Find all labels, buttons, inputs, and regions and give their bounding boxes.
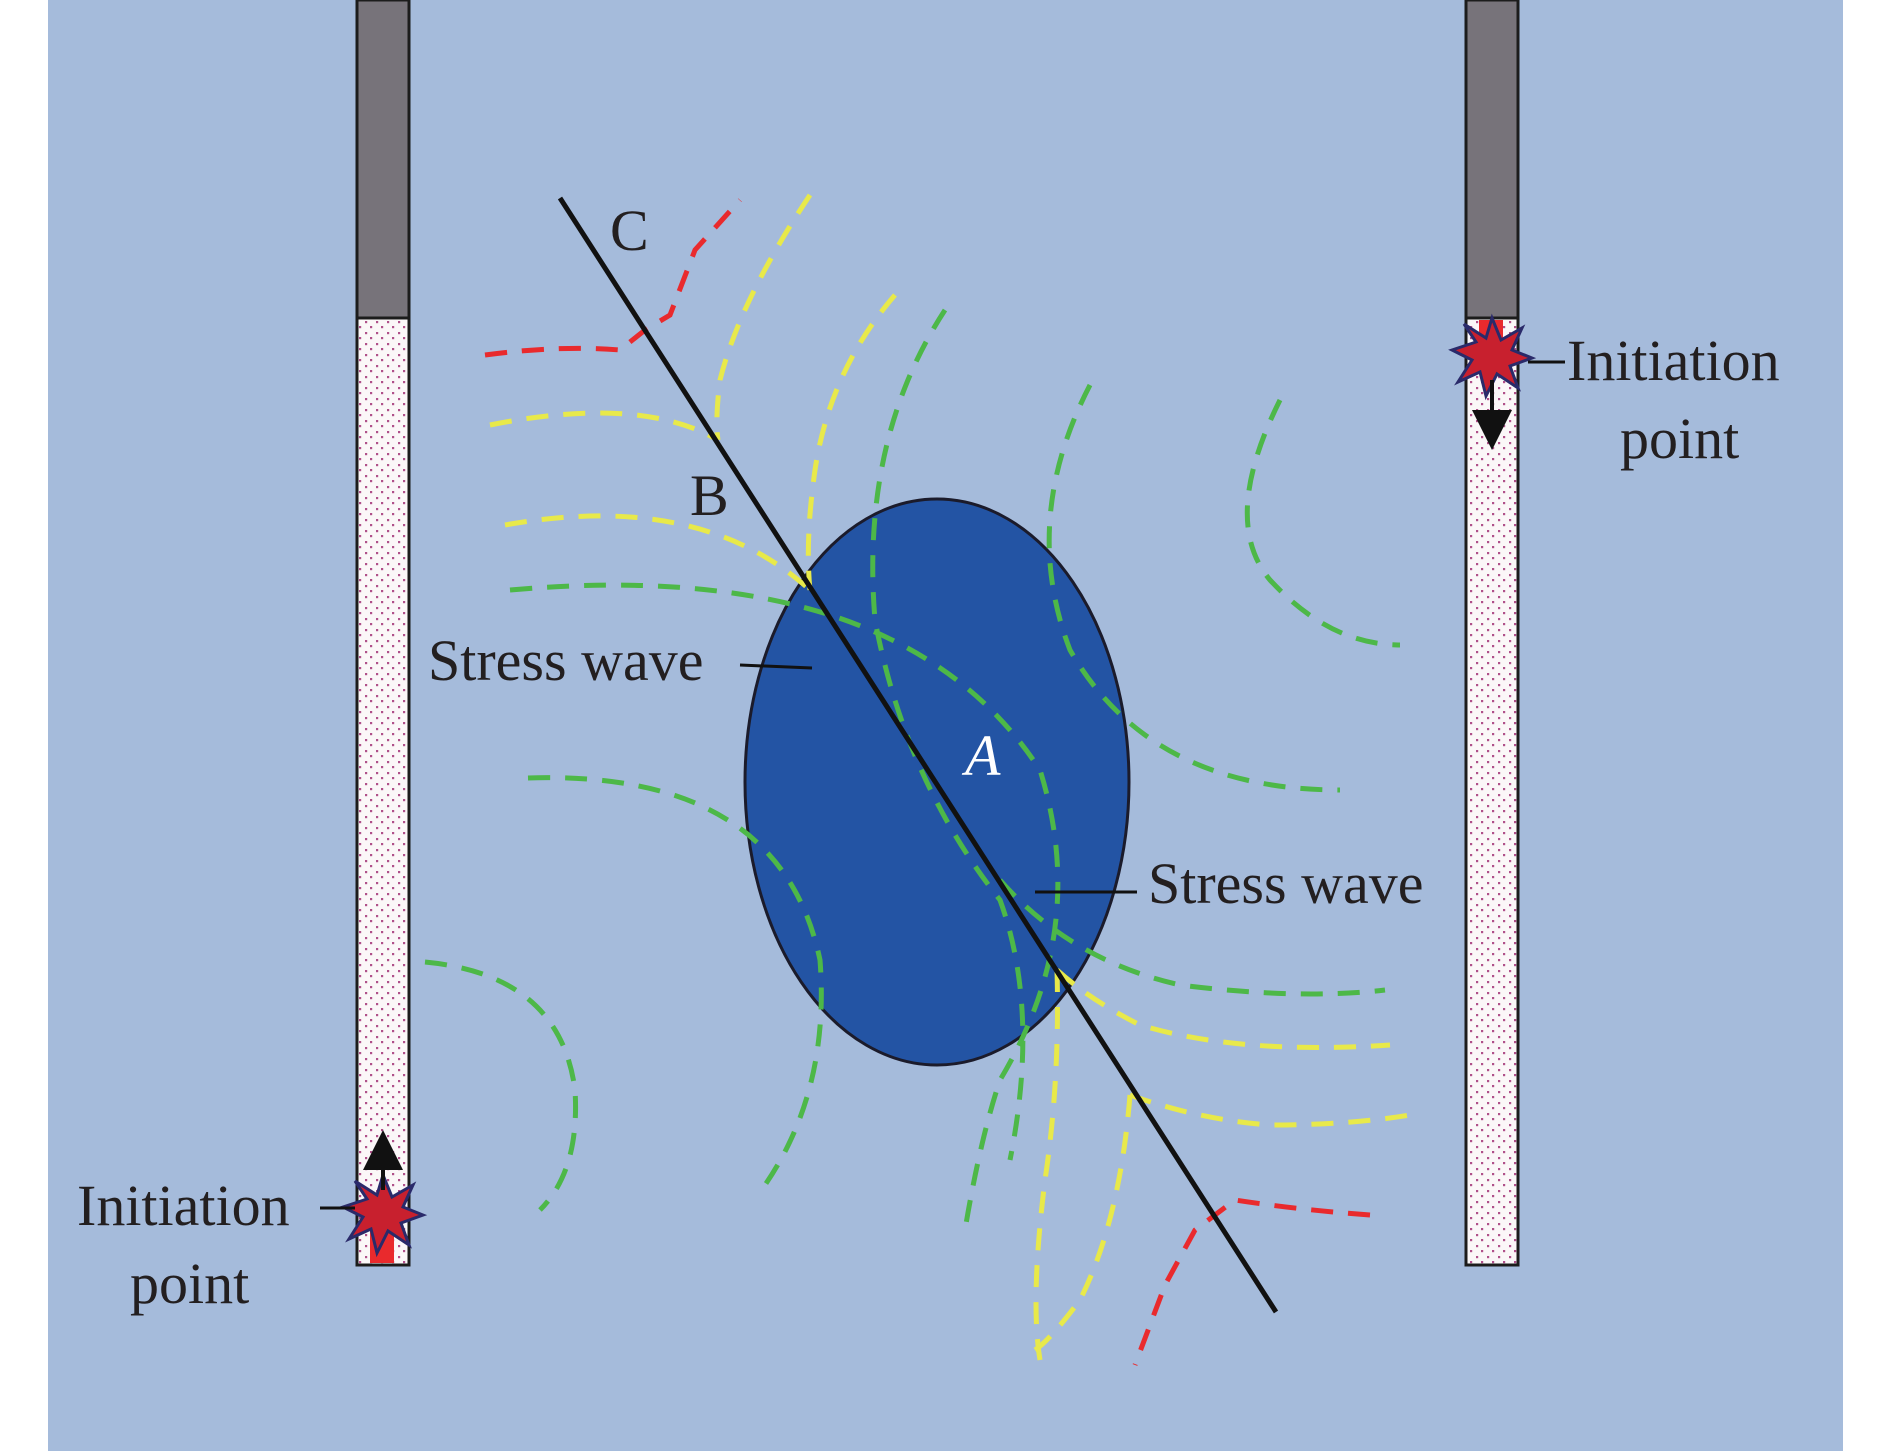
left-stemming [355,0,411,320]
left-charge [355,316,411,1267]
left-explosion-icon [339,1170,428,1258]
yellow-wave-arc [714,193,813,441]
point-a-label: A [961,723,1001,788]
stress-wave-left-label: Stress wave [428,628,703,693]
green-wave-arc [870,308,1026,1161]
yellow-wave-arc [805,293,897,591]
point-c-label: C [610,198,649,263]
right-charge [1464,316,1520,1267]
yellow-wave-arc [504,513,812,592]
initiation-right-label-line1: Initiation [1567,328,1780,393]
yellow-wave-arc [1033,969,1060,1361]
green-wave-fronts [424,308,1401,1231]
green-wave-arc [424,959,579,1212]
initiation-left-label-line1: Initiation [77,1173,290,1238]
right-stemming [1464,0,1520,320]
green-wave-arc [527,775,824,1187]
yellow-wave-arc [489,410,720,443]
right-borehole [1464,0,1520,1267]
left-borehole [355,0,411,1267]
crack-line [557,196,1279,1314]
stress-wave-right-label: Stress wave [1148,851,1423,916]
initiation-right-label-line2: point [1620,406,1739,471]
yellow-wave-fronts [489,193,1411,1361]
yellow-wave-arc [1055,968,1391,1050]
initiation-left-label-line2: point [130,1251,249,1316]
green-wave-arc [1244,398,1401,648]
red-wave-arc [1132,1197,1371,1366]
yellow-wave-arc [1033,1094,1133,1353]
yellow-wave-arc [1129,1092,1411,1128]
point-b-label: B [690,463,729,528]
green-wave-arc [1046,383,1341,793]
right-explosion-icon [1448,313,1537,401]
green-wave-arc [509,582,1061,1231]
stress-wave-left-leader [739,663,813,670]
